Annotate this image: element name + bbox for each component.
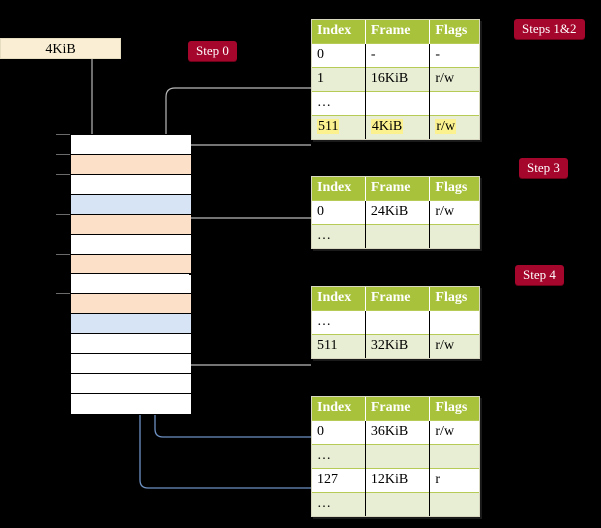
table-cell-frame: 36KiB	[365, 420, 431, 445]
memory-frame-row	[71, 394, 191, 414]
table-cell-index: 127	[312, 468, 366, 493]
memory-frame-row	[71, 374, 191, 395]
table-cell-frame: 4KiB	[365, 115, 431, 139]
column-header-index: Index	[312, 177, 366, 201]
table-cell-frame: 16KiB	[365, 67, 431, 92]
table-cell-index: 1	[312, 67, 366, 92]
memory-frame-row	[71, 274, 191, 295]
memory-frame-row	[71, 334, 191, 355]
memory-address-tick	[56, 134, 70, 135]
table-cell-index: 511	[312, 334, 366, 358]
table-cell-frame	[365, 91, 431, 116]
table-row: …	[312, 91, 479, 116]
column-header-flags: Flags	[429, 287, 479, 311]
table-row: …	[312, 444, 479, 469]
memory-frame-row	[71, 194, 191, 215]
memory-frame-row	[71, 254, 191, 275]
table-cell-flags: r/w	[429, 334, 479, 358]
table-row: …	[312, 310, 479, 335]
column-header-frame: Frame	[365, 287, 431, 311]
source-frame-label: 4KiB	[45, 42, 76, 57]
memory-frame-row	[71, 135, 191, 155]
column-header-index: Index	[312, 397, 366, 421]
step-label-steps12: Steps 1&2	[514, 19, 585, 39]
memory-frame-row	[71, 234, 191, 255]
step-label-step0: Step 0	[188, 41, 237, 61]
memory-frame-row	[71, 314, 191, 335]
table-cell-frame: 24KiB	[365, 200, 431, 225]
table-cell-index: 0	[312, 43, 366, 68]
table-cell-flags: r/w	[429, 67, 479, 92]
table-row: 511 4KiB r/w	[312, 115, 479, 139]
highlighted-value: r/w	[435, 119, 457, 134]
memory-frame-row	[71, 294, 191, 315]
memory-address-tick	[56, 173, 70, 175]
table-cell-frame	[365, 492, 431, 516]
table-cell-index: …	[312, 310, 366, 335]
step-label-step3: Step 3	[519, 158, 568, 178]
memory-frame-row	[71, 174, 191, 195]
table-cell-frame: 32KiB	[365, 334, 431, 358]
memory-frame-row	[71, 214, 191, 235]
table-cell-frame: -	[365, 43, 431, 68]
table-cell-flags: r/w	[429, 420, 479, 445]
table-cell-flags	[429, 310, 479, 335]
table-cell-frame	[365, 444, 431, 469]
table-cell-frame: 12KiB	[365, 468, 431, 493]
memory-address-tick	[56, 293, 70, 295]
table-cell-frame	[365, 310, 431, 335]
table-cell-index: …	[312, 91, 366, 116]
table-cell-index: …	[312, 224, 366, 248]
memory-frame-row	[71, 354, 191, 375]
column-header-index: Index	[312, 287, 366, 311]
table-cell-index: …	[312, 492, 366, 516]
highlighted-value: 511	[317, 119, 340, 134]
table-cell-flags	[429, 492, 479, 516]
table-cell-flags	[429, 224, 479, 248]
highlighted-value: 4KiB	[370, 119, 404, 134]
table-cell-index: 511	[312, 115, 366, 139]
table-row: 0--	[312, 43, 479, 68]
physical-memory-column	[70, 134, 191, 415]
table-cell-index: …	[312, 444, 366, 469]
column-header-frame: Frame	[365, 397, 431, 421]
source-frame-box: 4KiB	[0, 38, 121, 59]
table-cell-flags: r/w	[429, 115, 479, 139]
table-cell-index: 0	[312, 420, 366, 445]
memory-frame-row	[71, 154, 191, 175]
table-cell-flags: r	[429, 468, 479, 493]
table-cell-flags: -	[429, 43, 479, 68]
column-header-index: Index	[312, 20, 366, 44]
table-row: …	[312, 492, 479, 516]
step-label-step4: Step 4	[515, 265, 564, 285]
table-cell-flags	[429, 444, 479, 469]
column-header-frame: Frame	[365, 177, 431, 201]
memory-address-tick	[56, 253, 70, 255]
table-row: …	[312, 224, 479, 248]
column-header-flags: Flags	[429, 20, 479, 44]
memory-address-tick	[56, 213, 70, 215]
table-cell-index: 0	[312, 200, 366, 225]
column-header-flags: Flags	[429, 397, 479, 421]
table-cell-frame	[365, 224, 431, 248]
table-cell-flags: r/w	[429, 200, 479, 225]
memory-address-tick	[56, 153, 70, 155]
table-cell-flags	[429, 91, 479, 116]
column-header-frame: Frame	[365, 20, 431, 44]
column-header-flags: Flags	[429, 177, 479, 201]
